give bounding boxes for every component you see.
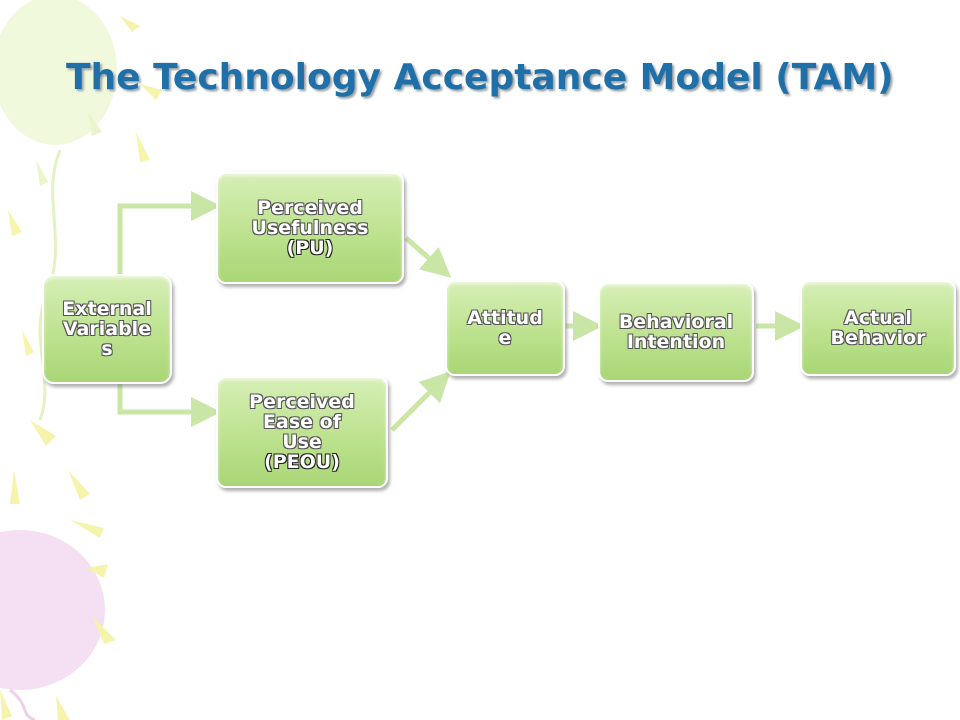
node-pu-line3: (PU) <box>286 237 334 259</box>
node-perceived-ease-of-use: Perceived Ease of Use (PEOU) <box>216 376 388 488</box>
node-behavioral-intention: Behavioral Intention <box>598 282 754 382</box>
node-external-variables: External Variables <box>42 274 172 384</box>
node-attitude: Attitude <box>445 280 565 376</box>
node-actual-behavior: Actual Behavior <box>800 280 956 376</box>
node-peou-line1: Perceived <box>249 391 355 413</box>
arrow-external-to-pu <box>117 191 221 274</box>
arrow-pu-to-attitude <box>404 236 452 278</box>
green-balloon-shape <box>0 0 117 145</box>
confetti-shapes <box>0 16 162 720</box>
node-actual-text: Actual Behavior <box>830 308 925 348</box>
page-title: The Technology Acceptance Model (TAM) <box>66 57 894 98</box>
node-intention-label: Behavioral Intention <box>618 311 734 353</box>
node-peou-line4: (PEOU) <box>264 451 340 473</box>
node-pu-text: Perceived Usefulness (PU) <box>252 198 369 258</box>
confetti-shapes <box>36 112 102 186</box>
node-actual-line1: Actual <box>844 307 912 329</box>
pink-balloon-shape <box>0 530 105 690</box>
node-actual-line2: Behavior <box>830 327 926 349</box>
node-peou-line3: Use <box>282 431 322 453</box>
node-attitude-label: Attitude <box>467 307 543 349</box>
balloon-string <box>9 688 36 720</box>
node-perceived-usefulness: Perceived Usefulness (PU) <box>216 172 404 284</box>
arrow-peou-to-attitude <box>390 371 451 432</box>
node-peou-text: Perceived Ease of Use (PEOU) <box>249 392 355 472</box>
node-peou-line2: Ease of <box>263 411 341 433</box>
arrow-external-to-peou <box>117 384 221 427</box>
node-pu-line1: Perceived <box>257 197 363 219</box>
node-pu-line2: Usefulness <box>251 217 369 239</box>
node-external-label: External Variables <box>62 298 152 360</box>
